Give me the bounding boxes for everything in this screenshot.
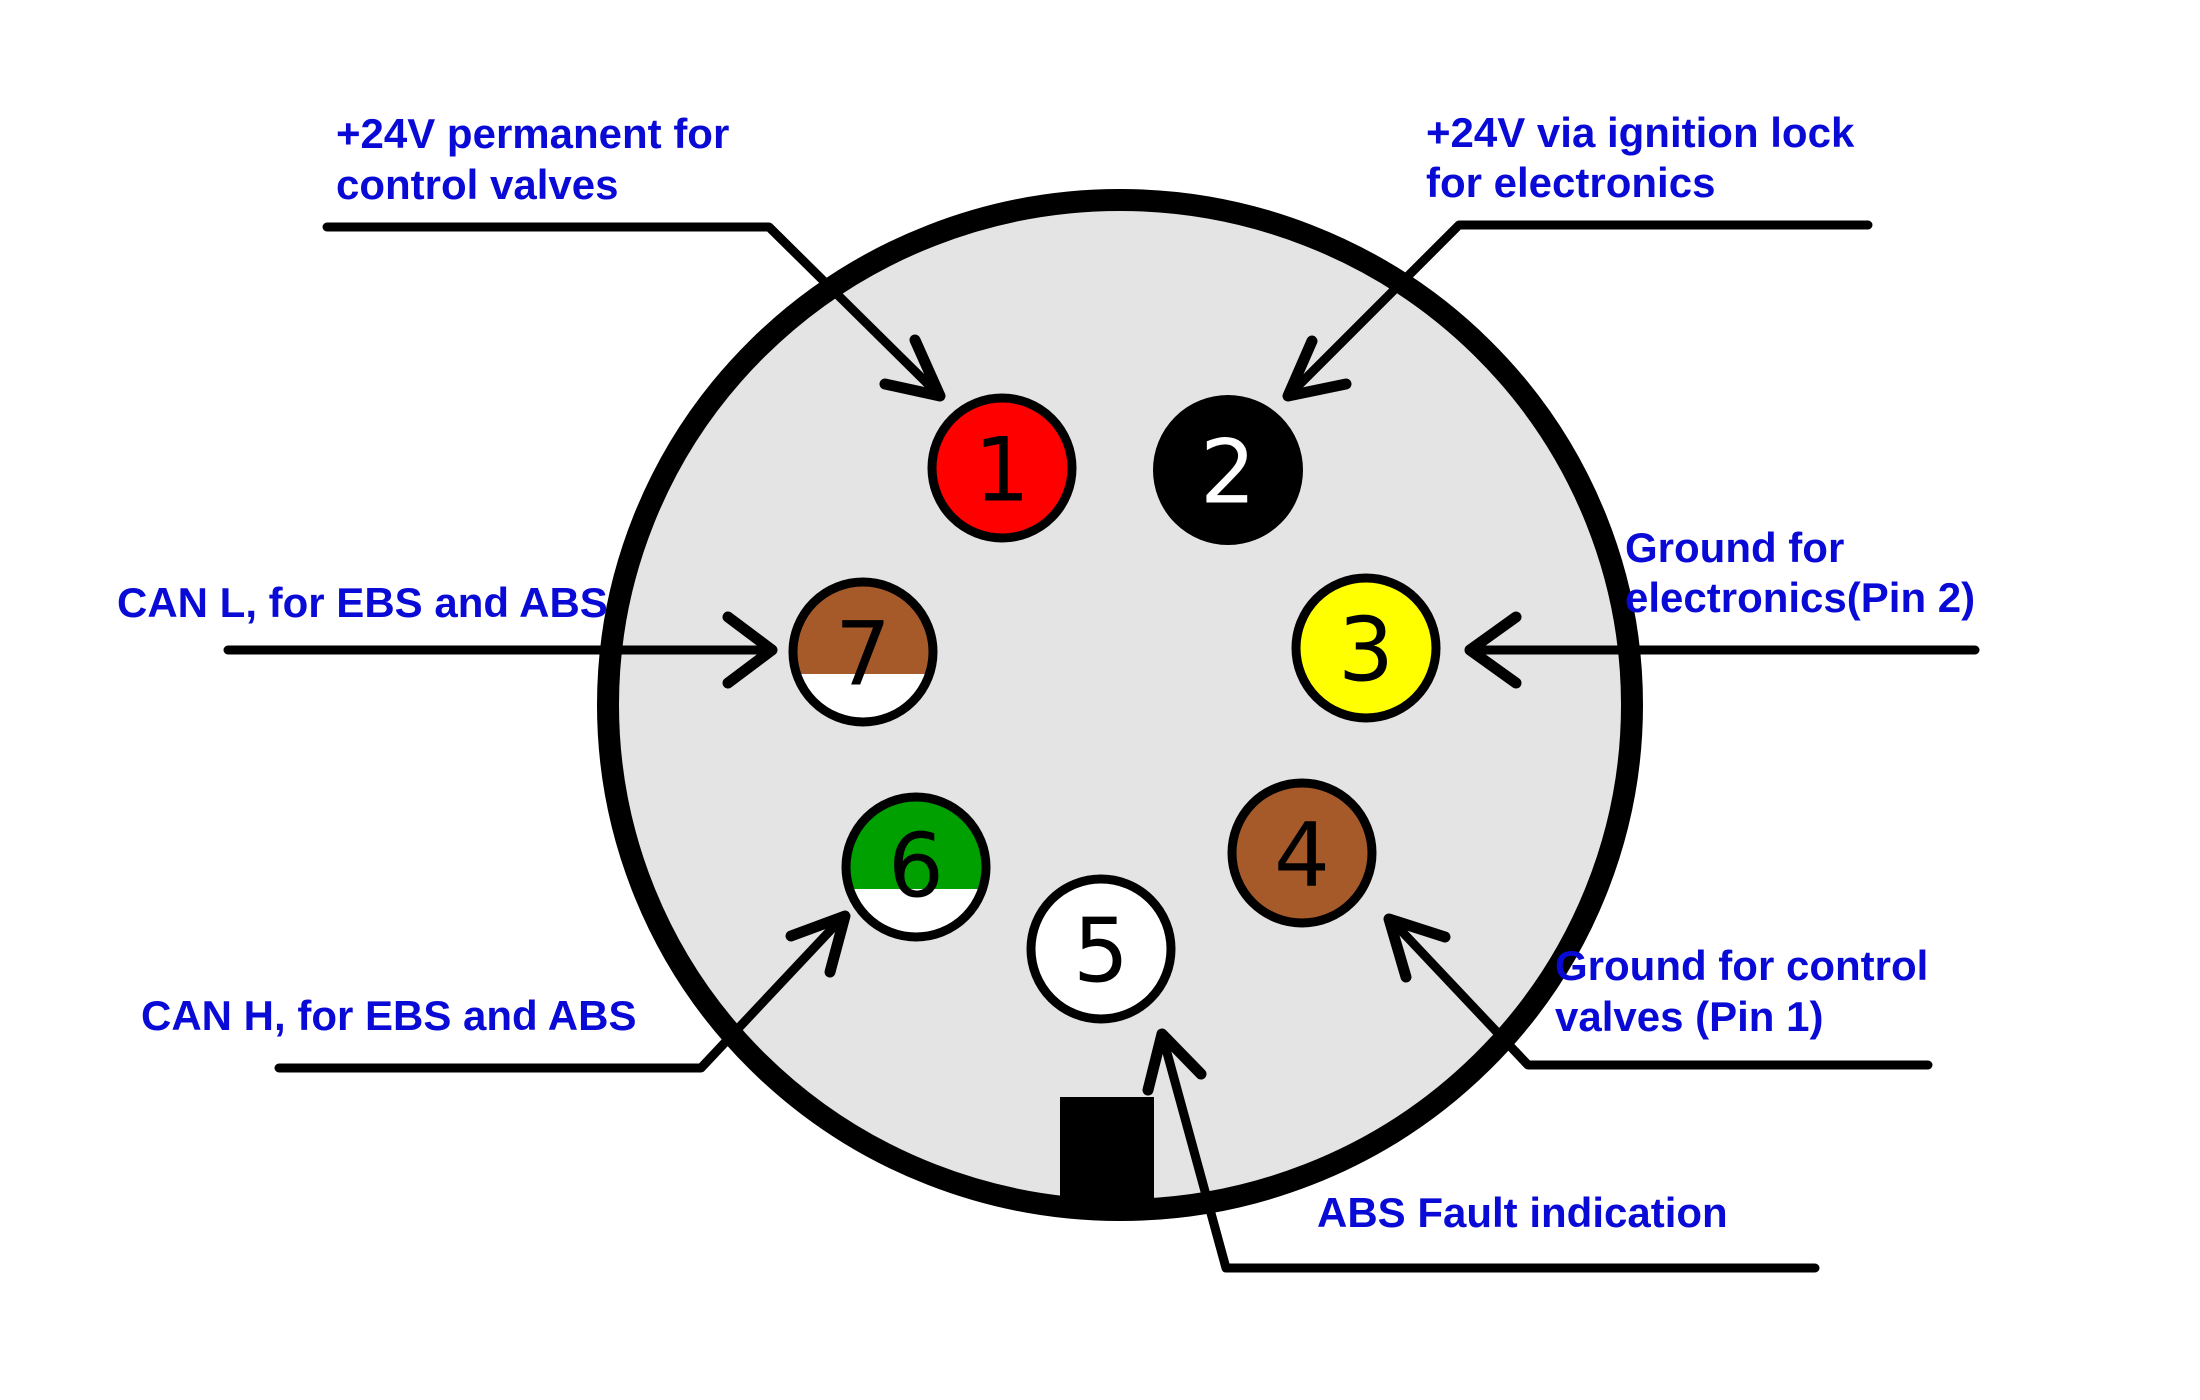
pin-7-number: 7	[835, 603, 891, 706]
pin-6: 6	[841, 792, 991, 942]
pin-5-number: 5	[1073, 900, 1129, 1003]
leader-pin-5	[1158, 1033, 1820, 1273]
arrowhead-pin-4	[1383, 913, 1451, 983]
leader-pin-1	[322, 222, 942, 398]
arrowhead-pin-6	[785, 910, 851, 978]
pin-4-number: 4	[1274, 804, 1330, 907]
leader-pin-4	[1388, 917, 1933, 1070]
leader-pin-6	[274, 913, 847, 1073]
pin-4: 4	[1227, 778, 1377, 928]
arrowhead-pin-5	[1142, 1028, 1207, 1096]
pin-5-contact	[1026, 874, 1176, 1024]
pin-4-contact	[1227, 778, 1377, 928]
connector-body	[597, 189, 1643, 1221]
arrowhead-pin-7	[722, 611, 778, 689]
leader-lines	[223, 220, 1980, 1273]
connector-key-notch	[1060, 1097, 1154, 1212]
arrowhead-pin-1	[879, 334, 946, 402]
pin-2-contact	[1153, 395, 1303, 545]
pin-3-contact	[1291, 573, 1441, 723]
label-pin-7: CAN L, for EBS and ABS	[117, 579, 608, 626]
label-pin-4: Ground for control valves (Pin 1)	[1555, 942, 1940, 1040]
label-pin-6: CAN H, for EBS and ABS	[141, 992, 636, 1039]
pin-1: 1	[927, 393, 1077, 543]
pin-labels: +24V permanent for control valves +24V v…	[117, 109, 1975, 1236]
pin-2-number: 2	[1200, 421, 1256, 524]
label-pin-2: +24V via ignition lock for electronics	[1426, 109, 1866, 206]
pin-1-contact	[927, 393, 1077, 543]
pin-3: 3	[1291, 573, 1441, 723]
pin-6-number: 6	[888, 815, 944, 918]
pin-1-number: 1	[974, 419, 1030, 522]
pin-2: 2	[1153, 395, 1303, 545]
arrowhead-pin-3	[1464, 611, 1522, 689]
leader-pin-2	[1286, 220, 1873, 398]
label-pin-5: ABS Fault indication	[1317, 1189, 1728, 1236]
label-pin-1: +24V permanent for control valves	[336, 110, 741, 208]
pin-3-number: 3	[1338, 599, 1394, 702]
pin-7-rim	[788, 577, 938, 727]
label-pin-3: Ground for electronics(Pin 2)	[1625, 524, 1975, 621]
pin-7: 7	[788, 577, 938, 727]
pin-6-rim	[841, 792, 991, 942]
arrowhead-pin-2	[1282, 335, 1352, 402]
pin-5: 5	[1026, 874, 1176, 1024]
